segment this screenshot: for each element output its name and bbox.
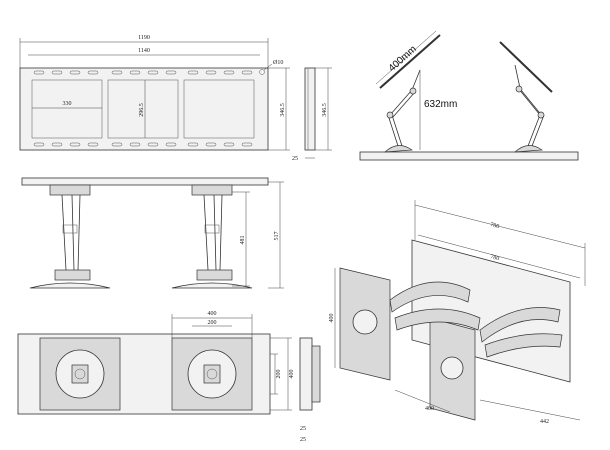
wall-plate-outline bbox=[19, 67, 269, 151]
dim-vesa-v-small: 200 bbox=[276, 370, 282, 379]
iso-upper-length: 780 bbox=[490, 254, 500, 262]
dim-total-height: 517 bbox=[274, 232, 280, 241]
top-view-arms: 481 517 bbox=[21, 177, 284, 289]
dim-vesa-outer: 400 bbox=[208, 311, 217, 317]
front-view-vesa: 400 200 200 400 25 25 bbox=[17, 311, 321, 443]
front-view-wall-plate: 1190 1140 330 296.5 bbox=[19, 35, 298, 162]
iso-depth-a: 400 bbox=[425, 406, 434, 412]
dim-vesa-inner: 200 bbox=[208, 320, 217, 326]
dim-rail-width: 1140 bbox=[138, 48, 150, 54]
dim-inner-height: 296.5 bbox=[139, 103, 145, 117]
top-plate bbox=[21, 177, 269, 186]
wall-base bbox=[359, 151, 579, 161]
dim-overall-width: 1190 bbox=[138, 35, 150, 41]
dim-depth-small: 25 bbox=[292, 156, 298, 162]
isometric-view: 780 780 400 400 442 bbox=[329, 200, 586, 425]
dim-thickness-a: 25 bbox=[300, 426, 306, 432]
callout-max-height: 632mm bbox=[424, 99, 457, 110]
dim-extended-depth: 481 bbox=[240, 236, 246, 245]
dim-thickness-b: 25 bbox=[300, 437, 306, 443]
dim-inner-span: 330 bbox=[63, 101, 72, 107]
dim-outer-height: 346.5 bbox=[280, 103, 286, 117]
dim-hole-diameter: Ø10 bbox=[273, 60, 283, 66]
side-view-plate: 346.5 bbox=[304, 67, 332, 159]
dim-side-height: 346.5 bbox=[322, 103, 328, 117]
arm-elevation-view: 400mm 632mm bbox=[359, 30, 579, 161]
iso-top-length: 780 bbox=[490, 222, 500, 230]
iso-side-height: 400 bbox=[329, 314, 335, 323]
dim-vesa-v-large: 400 bbox=[289, 370, 295, 379]
iso-depth-b: 442 bbox=[540, 419, 549, 425]
